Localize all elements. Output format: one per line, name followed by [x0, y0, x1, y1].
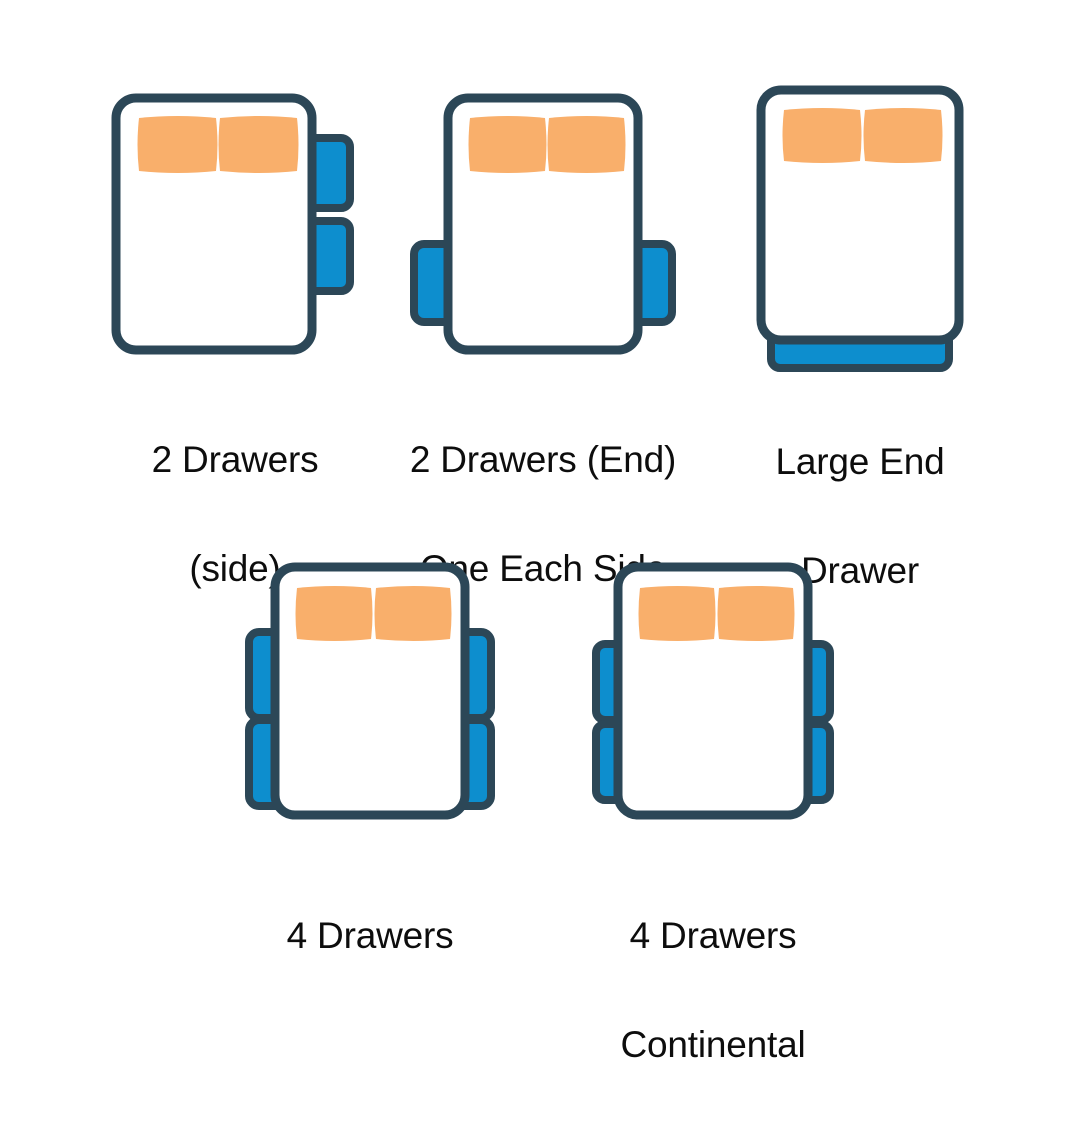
bed-option-four-drawers-continental[interactable]: 4 Drawers Continental	[588, 562, 838, 1065]
pillow-group	[295, 586, 452, 641]
pillow-right-icon	[547, 116, 626, 173]
pillow-left-icon	[782, 108, 862, 163]
caption-four-drawers: 4 Drawers	[243, 854, 497, 1018]
caption-four-drawers-continental: 4 Drawers Continental	[588, 854, 838, 1128]
drawer-group-right	[302, 134, 354, 295]
bed-option-two-drawers-side[interactable]: 2 Drawers (side)	[110, 92, 360, 589]
caption-line-1: 2 Drawers	[151, 438, 319, 480]
caption-line-1: Large End	[775, 440, 945, 482]
bed-option-four-drawers[interactable]: 4 Drawers	[243, 562, 497, 956]
pillow-left-icon	[137, 116, 218, 173]
caption-line-1: 2 Drawers (End)	[409, 438, 677, 480]
bed-option-large-end-drawer[interactable]: Large End Drawer	[755, 84, 965, 591]
pillow-left-icon	[468, 116, 547, 173]
pillow-right-icon	[717, 586, 795, 641]
bed-diagram-four-drawers	[245, 562, 495, 820]
caption-line-2: Drawer	[800, 550, 920, 592]
pillow-right-icon	[863, 108, 943, 163]
caption-large-end-drawer: Large End Drawer	[745, 380, 975, 654]
drawer-options-diagram: 2 Drawers (side) 2 Drawers (End) One Eac…	[110, 84, 965, 1065]
pillow-left-icon	[638, 586, 716, 641]
bed-option-two-drawers-end[interactable]: 2 Drawers (End) One Each Side	[408, 92, 678, 589]
pillow-group	[782, 108, 943, 163]
pillow-group	[468, 116, 626, 173]
bed-diagram-two-drawers-side	[111, 93, 354, 355]
bed-diagram-four-drawers-continental	[592, 562, 834, 820]
caption-line-1: 4 Drawers	[286, 914, 454, 956]
pillow-group	[137, 116, 299, 173]
caption-two-drawers-side: 2 Drawers (side)	[110, 378, 360, 652]
pillow-left-icon	[295, 586, 373, 641]
caption-line-2: (side)	[189, 548, 281, 590]
pillow-group	[638, 586, 795, 641]
bed-diagram-two-drawers-end	[410, 93, 676, 355]
bed-diagram-large-end-drawer	[756, 85, 964, 372]
pillow-right-icon	[374, 586, 452, 641]
pillow-right-icon	[218, 116, 299, 173]
caption-line-1: 4 Drawers	[629, 914, 797, 956]
caption-line-2: Continental	[620, 1024, 806, 1066]
